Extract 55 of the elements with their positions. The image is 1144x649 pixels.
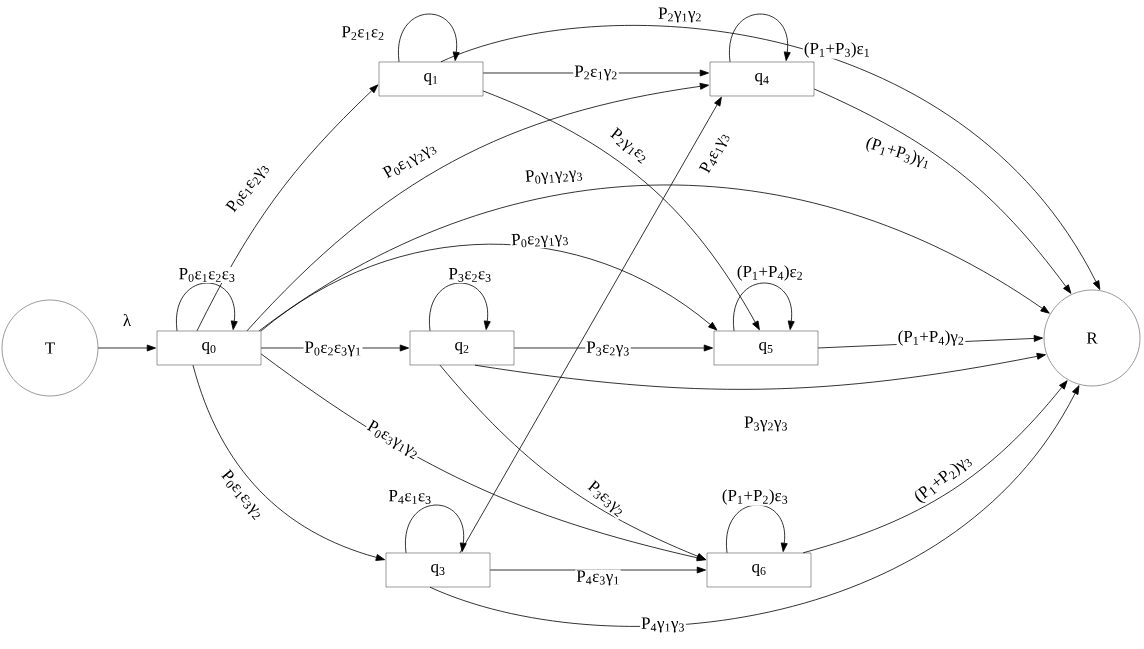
arrow [429, 385, 1080, 627]
edge-label: P$_{4}$γ$_{1}$γ$_{3}$ [640, 616, 686, 634]
edge-label: (P$_{1}$+P$_{4}$)γ$_{2}$ [896, 329, 966, 347]
edge-label: P$_{0}$ε$_{1}$γ$_{2}$γ$_{3}$ [380, 138, 440, 184]
arrow [398, 13, 460, 63]
edge-label: (P$_{1}$+P$_{3}$)ε$_{1}$ [802, 41, 872, 59]
arrow [733, 282, 795, 332]
edge-label: P$_{0}$ε$_{1}$ε$_{2}$ε$_{3}$ [177, 267, 237, 283]
edge-label: P$_{3}$ε$_{3}$γ$_{2}$ [583, 477, 629, 521]
edge-label: P$_{0}$ε$_{2}$ε$_{3}$γ$_{1}$ [303, 340, 363, 358]
arrow [260, 243, 718, 332]
edge-label: P$_{2}$ε$_{1}$γ$_{2}$ [573, 64, 619, 82]
state-box: q$_{5}$ [713, 330, 819, 366]
edge-label: P$_{3}$γ$_{2}$γ$_{3}$ [743, 415, 789, 433]
edge-label: P$_{0}$ε$_{2}$γ$_{1}$γ$_{3}$ [509, 230, 571, 250]
arrow [474, 352, 1046, 390]
state-box: q$_{6}$ [706, 552, 812, 588]
edge-label: P$_{2}$γ$_{1}$γ$_{2}$ [657, 6, 703, 24]
arrow [440, 25, 1101, 290]
edge-label: (P$_{1}$+P$_{4}$)ε$_{2}$ [735, 264, 805, 282]
arrow [176, 282, 238, 332]
edge-label: P$_{4}$ε$_{1}$ε$_{3}$ [387, 489, 433, 505]
edge-label: P$_{0}$γ$_{1}$γ$_{2}$γ$_{3}$ [523, 165, 585, 187]
state-box: q$_{1}$ [378, 61, 484, 97]
edge-label: (P$_{1}$+P$_{3}$)γ$_{1}$ [862, 134, 934, 172]
state-box: q$_{2}$ [409, 330, 515, 366]
arrow [729, 13, 791, 63]
arrow [97, 344, 156, 352]
state-box: q$_{0}$ [156, 330, 262, 366]
state-box: q$_{4}$ [709, 61, 815, 97]
state-box: q$_{3}$ [385, 552, 491, 588]
edge-label: P$_{2}$γ$_{1}$ε$_{2}$ [605, 125, 653, 167]
arrow [192, 364, 386, 561]
arrow [429, 282, 491, 332]
arrow [258, 184, 1050, 332]
edge-label: P$_{0}$ε$_{1}$ε$_{3}$γ$_{2}$ [216, 467, 268, 523]
arrow [246, 82, 709, 332]
arrow [489, 566, 706, 574]
edge-label: P$_{4}$ε$_{1}$γ$_{3}$ [697, 128, 733, 178]
edge-label: P$_{0}$ε$_{1}$ε$_{2}$γ$_{3}$ [223, 159, 273, 217]
edge-label: (P$_{1}$+P$_{2}$)ε$_{3}$ [720, 488, 790, 506]
arrow [726, 504, 788, 554]
arrow [813, 88, 1072, 294]
edge-label: P$_{3}$ε$_{2}$γ$_{3}$ [585, 340, 631, 358]
edge-label: P$_{3}$ε$_{2}$ε$_{3}$ [447, 267, 493, 283]
arrow [196, 84, 379, 332]
edge-label: (P$_{1}$+P$_{2}$)γ$_{3}$ [910, 451, 976, 507]
arrow [439, 364, 707, 560]
arrow [802, 380, 1068, 554]
arrow [482, 90, 760, 331]
edge-label: λ [121, 313, 133, 327]
edge-label: P$_{2}$ε$_{1}$ε$_{2}$ [340, 25, 386, 41]
arrow [405, 504, 467, 554]
edge-label: P$_{0}$ε$_{3}$γ$_{1}$γ$_{2}$ [363, 417, 423, 463]
arrow [459, 96, 722, 554]
